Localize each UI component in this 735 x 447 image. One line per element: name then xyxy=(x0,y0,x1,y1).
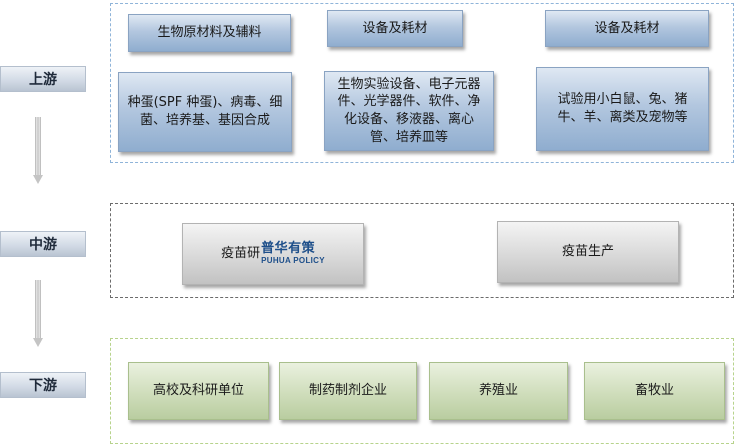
vaccine-rnd-label: 疫苗研 xyxy=(221,246,261,262)
puhua-policy-logo: 普华有策 PUHUA POLICY xyxy=(261,242,325,265)
upstream-category-raw-materials: 生物原材料及辅料 xyxy=(128,14,291,52)
down-arrow-upstream xyxy=(33,117,43,184)
downstream-pharma-companies: 制药制剂企业 xyxy=(279,362,417,420)
upstream-detail-equipment: 生物实验设备、电子元器件、光学器件、软件、净化设备、移液器、离心管、培养皿等 xyxy=(324,71,494,151)
upstream-detail-lab-animals: 试验用小白鼠、兔、猪牛、羊、离类及宠物等 xyxy=(536,67,709,151)
stage-midstream-label: 中游 xyxy=(0,231,86,257)
upstream-category-equipment-1: 设备及耗材 xyxy=(327,10,463,47)
midstream-group xyxy=(110,203,734,298)
downstream-group xyxy=(110,338,734,444)
midstream-vaccine-production: 疫苗生产 xyxy=(497,221,679,283)
stage-downstream-label: 下游 xyxy=(0,372,86,398)
midstream-vaccine-rnd: 疫苗研 普华有策 PUHUA POLICY xyxy=(182,223,364,285)
logo-text-en: PUHUA POLICY xyxy=(261,255,325,265)
logo-text-cn: 普华有策 xyxy=(261,241,316,257)
downstream-animal-husbandry: 畜牧业 xyxy=(584,362,725,420)
downstream-breeding: 养殖业 xyxy=(429,362,568,420)
upstream-detail-raw-materials: 种蛋(SPF 种蛋)、病毒、细菌、培养基、基因合成 xyxy=(118,72,292,152)
upstream-category-equipment-2: 设备及耗材 xyxy=(545,10,709,47)
upstream-group xyxy=(110,3,734,163)
down-arrow-midstream xyxy=(33,280,43,347)
downstream-universities-research: 高校及科研单位 xyxy=(128,362,269,420)
stage-upstream-label: 上游 xyxy=(0,66,86,92)
